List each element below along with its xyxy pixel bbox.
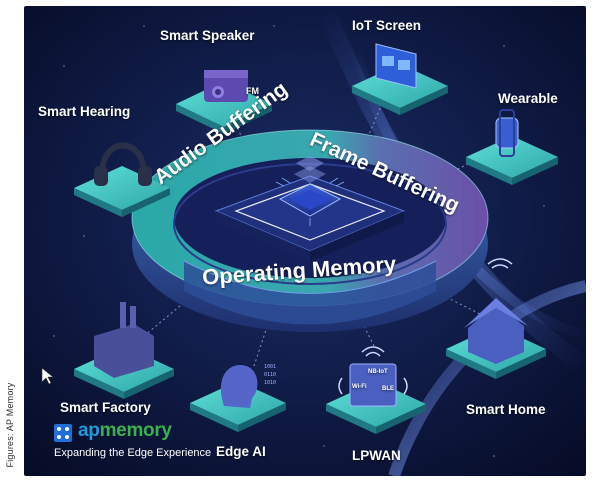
figure-credit: Figures: AP Memory [5,382,15,468]
tile-edge-ai: 1001 0110 1010 [190,364,286,432]
label-iot-screen: IoT Screen [352,18,422,33]
tile-smart-speaker [176,70,272,134]
label-smart-hearing: Smart Hearing [38,104,131,119]
tile-smart-hearing [74,142,170,217]
label-wearable: Wearable [498,91,558,106]
svg-text:1010: 1010 [264,380,276,386]
logo-brand: apmemory [78,420,172,441]
label-smart-home: Smart Home [466,402,546,417]
apmemory-logo: apmemory Expanding the Edge Experience [54,420,234,464]
svg-text:1001: 1001 [264,364,276,370]
svg-text:0110: 0110 [264,372,276,378]
label-edge-ai: Edge AI [216,444,266,459]
radio-ble: BLE [382,386,394,392]
radio-wifi: Wi-Fi [352,384,367,390]
tile-lpwan [326,346,426,434]
logo-mark-icon [54,424,72,442]
tile-smart-factory [74,302,174,399]
logo-tagline: Expanding the Edge Experience [54,447,212,459]
label-smart-speaker: Smart Speaker [160,28,255,43]
diagram-canvas: 1001 0110 1010 [24,6,586,476]
tile-smart-home [446,258,546,379]
label-lpwan: LPWAN [352,448,401,463]
tile-wearable [466,109,558,185]
label-smart-factory: Smart Factory [60,400,151,415]
radio-nbiot: NB-IoT [368,369,388,375]
tile-iot-screen [352,43,448,115]
speaker-fm-label: FM [246,86,259,96]
